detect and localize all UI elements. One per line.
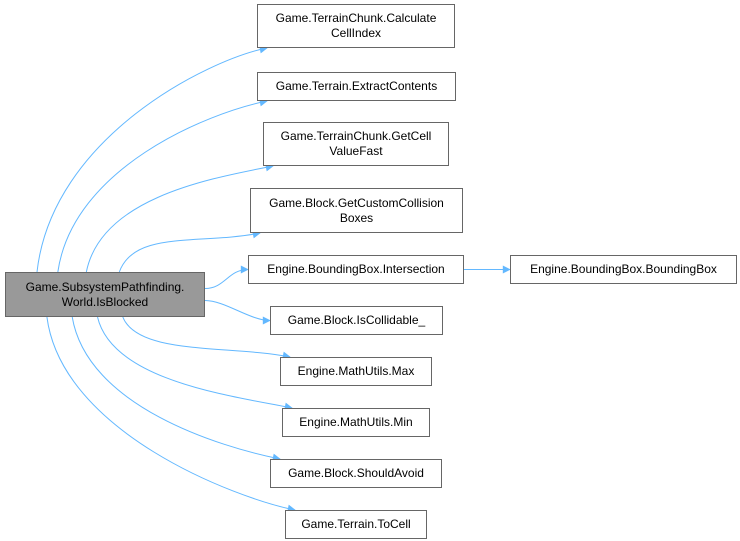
- node-get-cell-value-fast[interactable]: Game.TerrainChunk.GetCell ValueFast: [263, 122, 449, 166]
- node-label: Game.Block.GetCustomCollision Boxes: [269, 195, 444, 225]
- edge-root-to-n5: [204, 265, 249, 289]
- node-mathutils-min[interactable]: Engine.MathUtils.Min: [282, 408, 430, 437]
- node-label: Engine.MathUtils.Min: [299, 415, 413, 429]
- edge-root-to-n11: [46, 316, 296, 513]
- node-mathutils-max[interactable]: Engine.MathUtils.Max: [280, 357, 432, 386]
- node-label: Game.TerrainChunk.GetCell ValueFast: [280, 129, 432, 158]
- node-label: Game.Terrain.ExtractContents: [275, 79, 438, 93]
- node-boundingbox-intersection[interactable]: Engine.BoundingBox.Intersection: [248, 255, 464, 284]
- edge-root-to-n7: [204, 300, 271, 325]
- edge-root-to-n4: [118, 230, 261, 273]
- node-is-collidable[interactable]: Game.Block.IsCollidable_: [270, 306, 443, 335]
- node-label: Game.Block.IsCollidable_: [287, 313, 426, 327]
- edge-root-to-n10: [71, 316, 281, 462]
- node-calculate-cell-index[interactable]: Game.TerrainChunk.Calculate CellIndex: [257, 4, 455, 48]
- node-terrain-tocell[interactable]: Game.Terrain.ToCell: [285, 510, 427, 539]
- node-label: Game.Terrain.ToCell: [301, 517, 411, 531]
- node-should-avoid[interactable]: Game.Block.ShouldAvoid: [270, 459, 442, 488]
- node-get-custom-collision-boxes[interactable]: Game.Block.GetCustomCollision Boxes: [250, 188, 463, 233]
- node-label: Engine.MathUtils.Max: [297, 364, 415, 378]
- edge-root-to-n8: [122, 316, 291, 360]
- edge-root-to-n2: [57, 98, 268, 273]
- node-label: Game.SubsystemPathfinding. World.IsBlock…: [25, 279, 185, 309]
- edge-root-to-n9: [97, 316, 293, 411]
- node-label: Engine.BoundingBox.Intersection: [267, 262, 445, 276]
- node-label: Engine.BoundingBox.BoundingBox: [530, 262, 717, 276]
- node-boundingbox-constructor[interactable]: Engine.BoundingBox.BoundingBox: [510, 255, 737, 284]
- node-label: Game.Block.ShouldAvoid: [288, 466, 424, 480]
- edge-root-to-n3: [85, 163, 274, 273]
- edge-root-to-n1: [36, 45, 268, 273]
- node-label: Game.TerrainChunk.Calculate CellIndex: [275, 11, 437, 40]
- node-extract-contents[interactable]: Game.Terrain.ExtractContents: [257, 72, 456, 101]
- node-root-world-isblocked[interactable]: Game.SubsystemPathfinding. World.IsBlock…: [5, 272, 205, 317]
